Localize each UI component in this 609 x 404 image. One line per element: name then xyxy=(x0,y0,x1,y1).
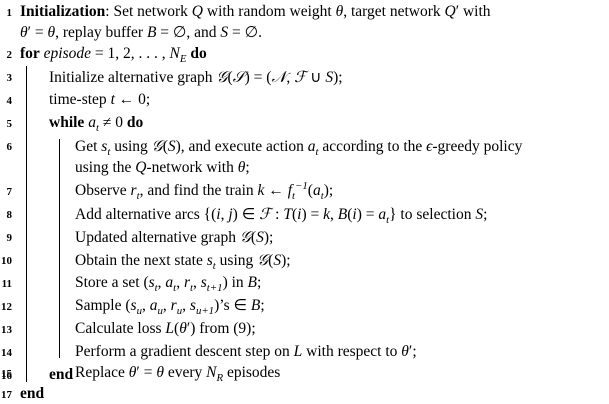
line-number: 4 xyxy=(6,95,13,107)
line-text: using the Q-network with θ; xyxy=(75,159,250,176)
line-text: Initialization: Set network Q with rando… xyxy=(20,3,491,20)
line-number: 14 xyxy=(1,347,12,359)
for-scope-bar xyxy=(26,66,27,382)
while-scope-bar xyxy=(59,139,60,358)
line-text: Updated alternative graph 𝒢(S); xyxy=(75,228,274,246)
line-number: 8 xyxy=(6,209,13,221)
line-text: Get st using 𝒢(S), and execute action at… xyxy=(75,137,523,159)
line-text: Replace θ′ = θ every NR episodes xyxy=(75,364,281,385)
line-text: while at ≠ 0 do xyxy=(49,114,144,135)
line-text: Perform a gradient descent step on L wit… xyxy=(75,343,417,360)
line-number: 1 xyxy=(6,7,13,19)
line-text: Obtain the next state st using 𝒢(S); xyxy=(75,251,291,273)
line-number: 5 xyxy=(6,118,13,130)
line-number: 3 xyxy=(6,72,13,84)
end-keyword: end xyxy=(20,385,45,402)
line-text: Store a set (st, at, rt, st+1) in B; xyxy=(75,274,262,295)
line-number: 2 xyxy=(6,49,13,61)
line-text: Initialize alternative graph 𝒢(𝒮) = (𝒩, … xyxy=(49,68,343,86)
line-number: 11 xyxy=(1,278,12,290)
line-number: 16 xyxy=(1,370,12,382)
line-number: 9 xyxy=(6,232,13,244)
line-text: Calculate loss L(θ′) from (9); xyxy=(75,320,256,337)
line-number: 7 xyxy=(6,186,13,198)
line-text: end xyxy=(49,365,73,385)
line-number: 17 xyxy=(1,389,12,401)
line-text: Observe rt, and find the train k ← ft−1(… xyxy=(75,179,334,203)
line-number: 13 xyxy=(1,324,12,336)
line-number: 15 xyxy=(1,368,12,380)
line-text: time-step t ← 0; xyxy=(49,91,151,108)
line-number: 10 xyxy=(1,255,12,267)
line-text: Sample (su, au, ru, su+1)’s ∈ B; xyxy=(75,297,265,318)
end-keyword: end xyxy=(49,366,74,383)
line-text: for episode = 1, 2, . . . , NE do xyxy=(20,45,207,66)
line-text: Add alternative arcs {(i, j) ∈ ℱ : T(i) … xyxy=(75,205,488,227)
line-text: θ′ = θ, replay buffer B = ∅, and S = ∅. xyxy=(20,24,263,41)
line-text: end xyxy=(20,384,44,404)
line-number: 6 xyxy=(6,141,13,153)
line-number: 12 xyxy=(1,301,12,313)
